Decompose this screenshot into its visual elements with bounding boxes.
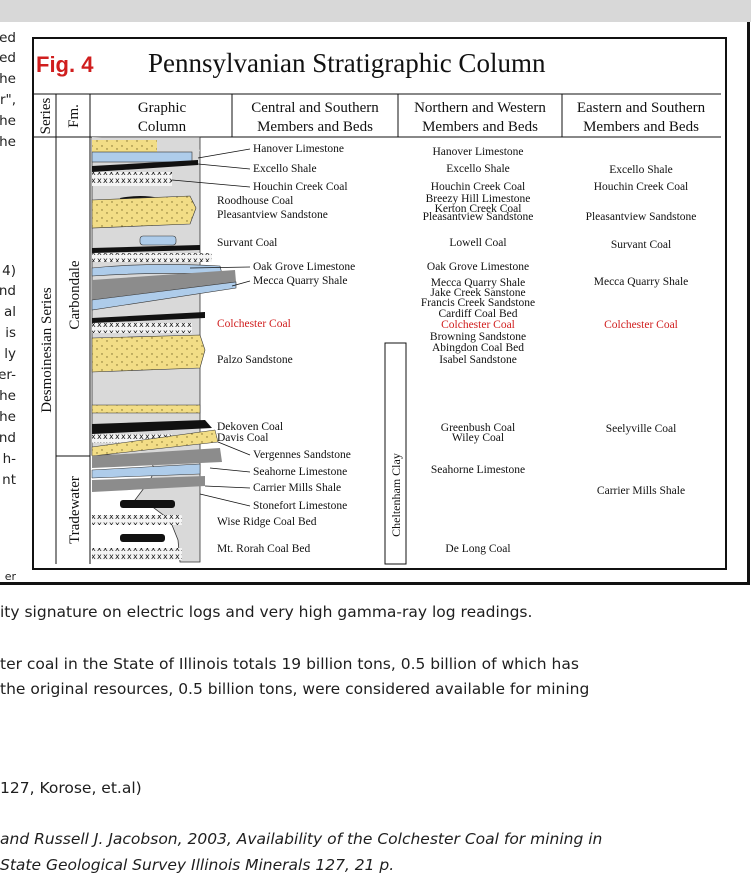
header-graphic-1: Graphic bbox=[138, 100, 187, 116]
central-unit: Carrier Mills Shale bbox=[253, 482, 341, 494]
eastern-unit: Seelyville Coal bbox=[606, 423, 677, 435]
central-unit: Stonefort Limestone bbox=[253, 500, 347, 512]
left-fragment: he bbox=[0, 388, 16, 404]
northern-unit: Francis Creek Sandstone bbox=[421, 297, 535, 309]
left-fragment: nd bbox=[0, 283, 16, 299]
top-gray-band bbox=[0, 0, 751, 22]
central-unit: Houchin Creek Coal bbox=[253, 181, 348, 193]
header-eastern-1: Eastern and Southern bbox=[577, 100, 706, 116]
northern-unit: Cardiff Coal Bed bbox=[439, 308, 518, 320]
northern-unit: Greenbush Coal bbox=[441, 422, 515, 434]
central-unit: Davis Coal bbox=[217, 432, 268, 444]
central-unit: Roodhouse Coal bbox=[217, 195, 293, 207]
left-fragment: ed bbox=[0, 50, 16, 66]
left-fragment: nt bbox=[2, 472, 16, 488]
northern-unit: Houchin Creek Coal bbox=[431, 181, 526, 193]
left-fragment: h- bbox=[2, 451, 16, 467]
body-line: ter coal in the State of Illinois totals… bbox=[0, 655, 579, 673]
left-fragment: nd bbox=[0, 430, 16, 446]
figure-title: Pennsylvanian Stratigraphic Column bbox=[148, 48, 546, 78]
eastern-unit: Pleasantview Sandstone bbox=[586, 211, 697, 223]
header-eastern-2: Members and Beds bbox=[583, 119, 699, 135]
eastern-unit: Carrier Mills Shale bbox=[597, 485, 685, 497]
central-unit: Dekoven Coal bbox=[217, 421, 283, 433]
left-fragment: he bbox=[0, 134, 16, 150]
northern-unit: De Long Coal bbox=[445, 543, 510, 555]
header-series: Series bbox=[38, 98, 54, 135]
northern-unit: Hanover Limestone bbox=[432, 146, 523, 158]
northern-unit: Isabel Sandstone bbox=[439, 354, 517, 366]
formation-carbondale: Carbondale bbox=[67, 260, 83, 329]
body-line: ity signature on electric logs and very … bbox=[0, 603, 533, 621]
body-line: the original resources, 0.5 billion tons… bbox=[0, 680, 590, 698]
header-northern-1: Northern and Western bbox=[414, 100, 546, 116]
central-unit-highlight: Colchester Coal bbox=[217, 318, 291, 330]
header-graphic-2: Column bbox=[138, 119, 187, 135]
eastern-unit: Houchin Creek Coal bbox=[594, 181, 689, 193]
left-fragment: r", bbox=[0, 92, 16, 108]
northern-unit: Oak Grove Limestone bbox=[427, 261, 529, 273]
northern-unit: Breezy Hill Limestone bbox=[426, 193, 531, 205]
central-unit: Mecca Quarry Shale bbox=[253, 275, 348, 287]
header-central-1: Central and Southern bbox=[251, 100, 379, 116]
central-unit: Mt. Rorah Coal Bed bbox=[217, 543, 311, 555]
left-fragment: ly bbox=[4, 346, 16, 362]
eastern-unit: Excello Shale bbox=[609, 164, 673, 176]
central-unit: Excello Shale bbox=[253, 163, 317, 175]
left-fragment: he bbox=[0, 113, 16, 129]
central-unit: Wise Ridge Coal Bed bbox=[217, 516, 317, 528]
northern-unit: Mecca Quarry Shale bbox=[431, 277, 526, 289]
header-fm: Fm. bbox=[66, 104, 82, 128]
northern-unit: Jake Creek Sanstone bbox=[430, 287, 525, 299]
eastern-unit: Survant Coal bbox=[611, 239, 671, 251]
central-unit: Oak Grove Limestone bbox=[253, 261, 355, 273]
figure-label: Fig. 4 bbox=[36, 52, 94, 77]
northern-unit: Lowell Coal bbox=[449, 237, 506, 249]
left-fragment: 4) bbox=[2, 263, 16, 279]
left-fragment: he bbox=[0, 71, 16, 87]
eastern-unit: Mecca Quarry Shale bbox=[594, 276, 689, 288]
page-frame bbox=[0, 22, 750, 585]
northern-unit: Seahorne Limestone bbox=[431, 464, 525, 476]
citation-line: State Geological Survey Illinois Mineral… bbox=[0, 856, 395, 874]
formation-tradewater: Tradewater bbox=[67, 476, 83, 544]
citation-line: and Russell J. Jacobson, 2003, Availabil… bbox=[0, 830, 603, 848]
central-unit: Hanover Limestone bbox=[253, 143, 344, 155]
left-fragment: he bbox=[0, 409, 16, 425]
northern-unit: Abingdon Coal Bed bbox=[432, 342, 524, 354]
cheltenham-clay-label: Cheltenham Clay bbox=[389, 453, 403, 537]
central-unit: Palzo Sandstone bbox=[217, 354, 293, 366]
left-fragment: er- bbox=[0, 367, 16, 383]
left-fragment: al bbox=[3, 304, 16, 320]
left-fragment: er bbox=[4, 570, 16, 583]
reference-line: 127, Korose, et.al) bbox=[0, 779, 142, 797]
northern-unit: Browning Sandstone bbox=[430, 331, 526, 343]
northern-unit-highlight: Colchester Coal bbox=[441, 319, 515, 331]
northern-unit: Wiley Coal bbox=[452, 432, 504, 444]
left-fragment: ed bbox=[0, 30, 16, 46]
eastern-unit-highlight: Colchester Coal bbox=[604, 319, 678, 331]
central-unit: Vergennes Sandstone bbox=[253, 449, 351, 461]
series-label: Desmoinesian Series bbox=[39, 287, 55, 413]
central-unit: Pleasantview Sandstone bbox=[217, 209, 328, 221]
header-northern-2: Members and Beds bbox=[422, 119, 538, 135]
leader-lines bbox=[171, 148, 251, 507]
central-unit: Seahorne Limestone bbox=[253, 466, 347, 478]
graphic-column bbox=[91, 136, 237, 563]
header-central-2: Members and Beds bbox=[257, 119, 373, 135]
northern-unit: Kerton Creek Coal bbox=[435, 203, 522, 215]
left-fragment: is bbox=[5, 325, 16, 341]
northern-unit: Pleasantview Sandstone bbox=[423, 211, 534, 223]
central-unit: Survant Coal bbox=[217, 237, 277, 249]
left-text-fragments: ed ed he r", he he 4) nd al is ly er- he… bbox=[0, 30, 16, 590]
northern-unit: Excello Shale bbox=[446, 163, 510, 175]
